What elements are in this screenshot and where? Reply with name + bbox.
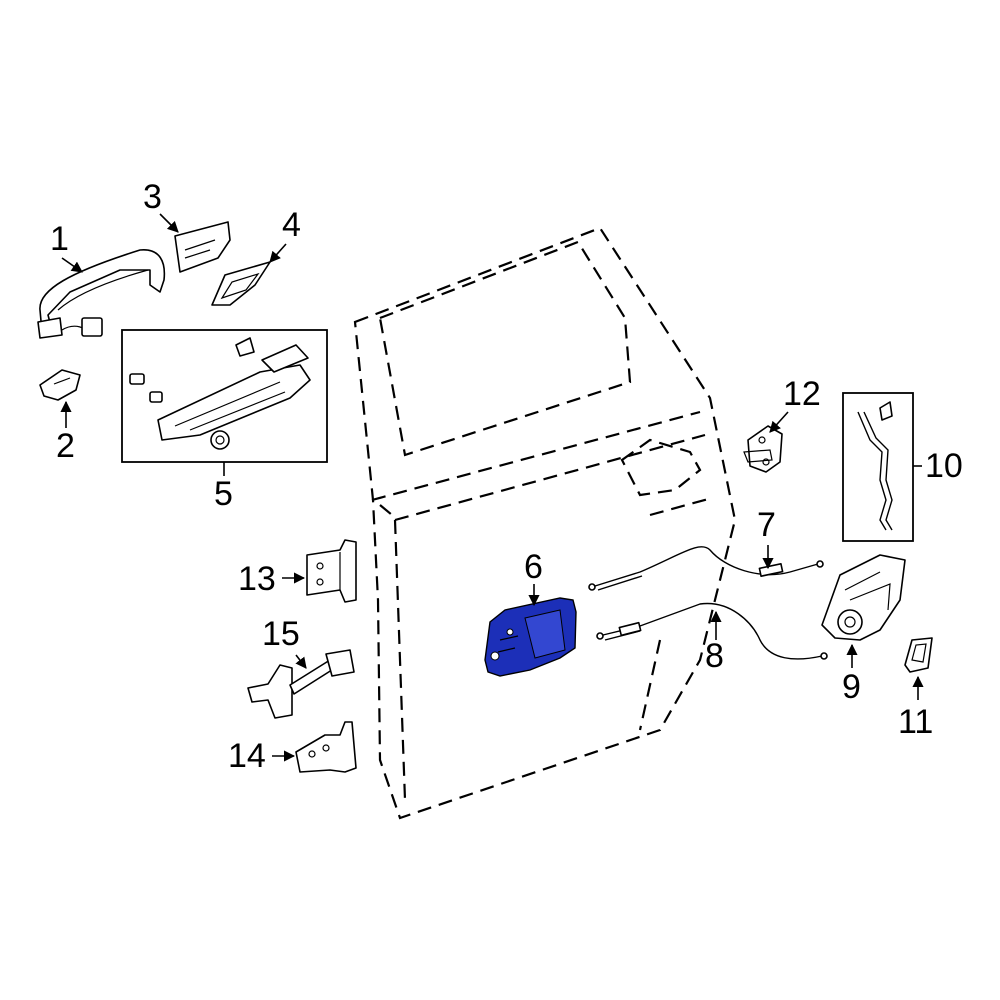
callout-3: 3 [143, 178, 162, 216]
handle-cap-part [39, 369, 81, 401]
outside-handle-part [37, 249, 166, 339]
callout-13: 13 [238, 560, 276, 598]
callout-5: 5 [214, 475, 233, 513]
callout-9: 9 [842, 668, 861, 706]
door-lock-actuator-part [821, 554, 906, 641]
callout-8: 8 [705, 637, 724, 675]
handle-bracket-part [174, 221, 231, 273]
part-10-box [842, 392, 914, 542]
callout-6: 6 [524, 548, 543, 586]
callout-11: 11 [898, 703, 933, 741]
callout-12: 12 [783, 375, 821, 413]
inside-handle-part-highlighted [484, 597, 577, 677]
lock-cable-upper [588, 546, 824, 591]
callout-10: 10 [925, 447, 963, 485]
callout-14: 14 [228, 737, 266, 775]
lock-cable-lower [596, 602, 828, 660]
rear-door-outline [353, 226, 737, 820]
lock-rod-assembly [842, 392, 914, 542]
door-striker-part [743, 425, 783, 473]
callout-1: 1 [50, 220, 69, 258]
door-check-part [247, 649, 355, 719]
callout-4: 4 [282, 206, 301, 244]
upper-hinge-part [306, 539, 357, 603]
lock-cover-cap-part [904, 637, 933, 673]
callout-7: 7 [757, 506, 776, 544]
handle-gasket-part [211, 261, 271, 306]
handle-frame-assembly [121, 329, 328, 463]
lower-hinge-part [295, 721, 357, 773]
callout-15: 15 [262, 615, 300, 653]
callout-2: 2 [56, 427, 75, 465]
